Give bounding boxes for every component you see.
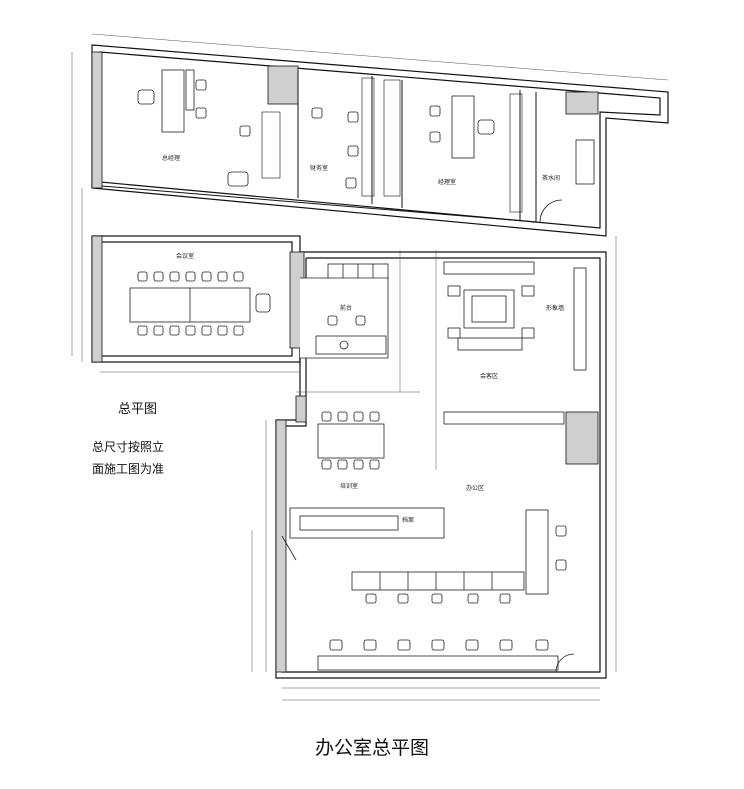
room-open-office: 办公区 <box>466 484 484 492</box>
room-finance: 财务室 <box>310 164 328 172</box>
plan-subtitle: 总平图 <box>118 402 158 417</box>
drawing-title: 办公室总平图 <box>314 737 429 759</box>
room-meeting: 会议室 <box>176 252 194 260</box>
dimension-lines <box>71 33 669 701</box>
room-logo-wall: 形象墙 <box>546 304 564 312</box>
room-archive: 档案 <box>402 516 414 524</box>
furniture <box>129 69 595 673</box>
room-reception: 前台 <box>340 304 352 312</box>
note-line-1: 总尺寸按照立 <box>92 440 165 454</box>
room-gm-office: 总经理 <box>162 154 180 162</box>
room-manager: 经理室 <box>438 178 456 186</box>
room-lounge: 会客区 <box>480 372 498 380</box>
note-line-2: 面施工图为准 <box>92 462 165 476</box>
partitions <box>101 70 537 223</box>
room-tea: 茶水间 <box>542 174 560 182</box>
room-labels: 总经理 财务室 经理室 茶水间 会议室 前台 会客区 培训室 办公区 档案 形象… <box>162 154 564 524</box>
room-training: 培训室 <box>340 482 358 490</box>
columns <box>91 51 599 673</box>
